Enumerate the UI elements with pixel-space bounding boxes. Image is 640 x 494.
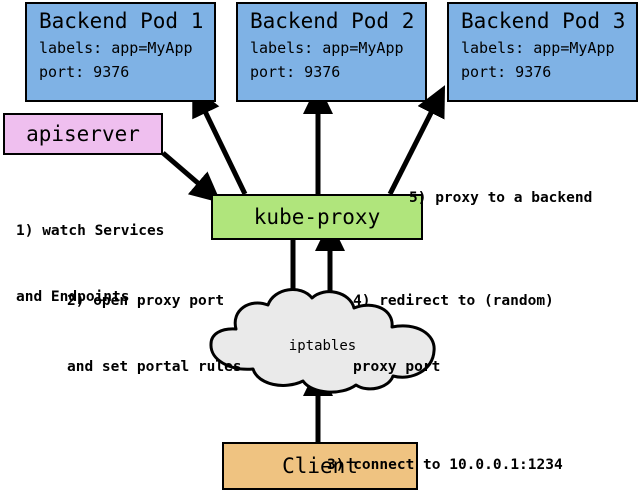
backend-pod-2-title: Backend Pod 2 xyxy=(250,9,415,33)
apiserver-label: apiserver xyxy=(26,122,140,146)
backend-pod-3-title: Backend Pod 3 xyxy=(461,9,626,33)
step-4-label: 4) redirect to (random) proxy port xyxy=(353,246,554,422)
apiserver-box: apiserver xyxy=(3,113,163,155)
backend-pod-2-labels: labels: app=MyApp xyxy=(250,39,404,57)
step-5-line-1: 5) proxy to a backend xyxy=(409,190,593,206)
edge-kubeproxy-to-pod1 xyxy=(192,84,248,196)
backend-pod-3-port: port: 9376 xyxy=(461,63,552,81)
step-4-line-1: 4) redirect to (random) xyxy=(353,293,554,309)
backend-pod-2-box: Backend Pod 2 labels: app=MyApp port: 93… xyxy=(236,2,427,102)
step-3-label: 3) connect to 10.0.0.1:1234 xyxy=(327,410,563,494)
step-5-label: 5) proxy to a backend xyxy=(409,143,592,253)
step-1-line-2: and Endpoints xyxy=(16,289,130,305)
client-label: Client xyxy=(282,454,358,478)
step-2-label: 2) open proxy port and set portal rules xyxy=(67,246,242,422)
backend-pod-1-box: Backend Pod 1 labels: app=MyApp port: 93… xyxy=(25,2,216,102)
backend-pod-1-port: port: 9376 xyxy=(39,63,130,81)
edge-apiserver-to-kubeproxy xyxy=(161,151,222,204)
step-4-line-2: proxy port xyxy=(353,359,441,375)
client-box: Client xyxy=(222,442,418,490)
step-3-line-1: 3) connect to 10.0.0.1:1234 xyxy=(327,457,563,473)
step-1-label: 1) watch Services and Endpoints xyxy=(16,176,164,352)
kube-proxy-box: kube-proxy xyxy=(211,194,423,240)
backend-pod-2-port: port: 9376 xyxy=(250,63,341,81)
step-2-line-2: and set portal rules xyxy=(67,359,242,375)
backend-pod-1-labels: labels: app=MyApp xyxy=(39,39,193,57)
backend-pod-3-labels: labels: app=MyApp xyxy=(461,39,615,57)
iptables-label: iptables xyxy=(288,338,357,354)
backend-pod-1-title: Backend Pod 1 xyxy=(39,9,204,33)
step-1-line-1: 1) watch Services xyxy=(16,223,165,239)
kube-proxy-label: kube-proxy xyxy=(253,205,381,229)
backend-pod-3-box: Backend Pod 3 labels: app=MyApp port: 93… xyxy=(447,2,638,102)
step-2-line-1: 2) open proxy port xyxy=(67,293,225,309)
